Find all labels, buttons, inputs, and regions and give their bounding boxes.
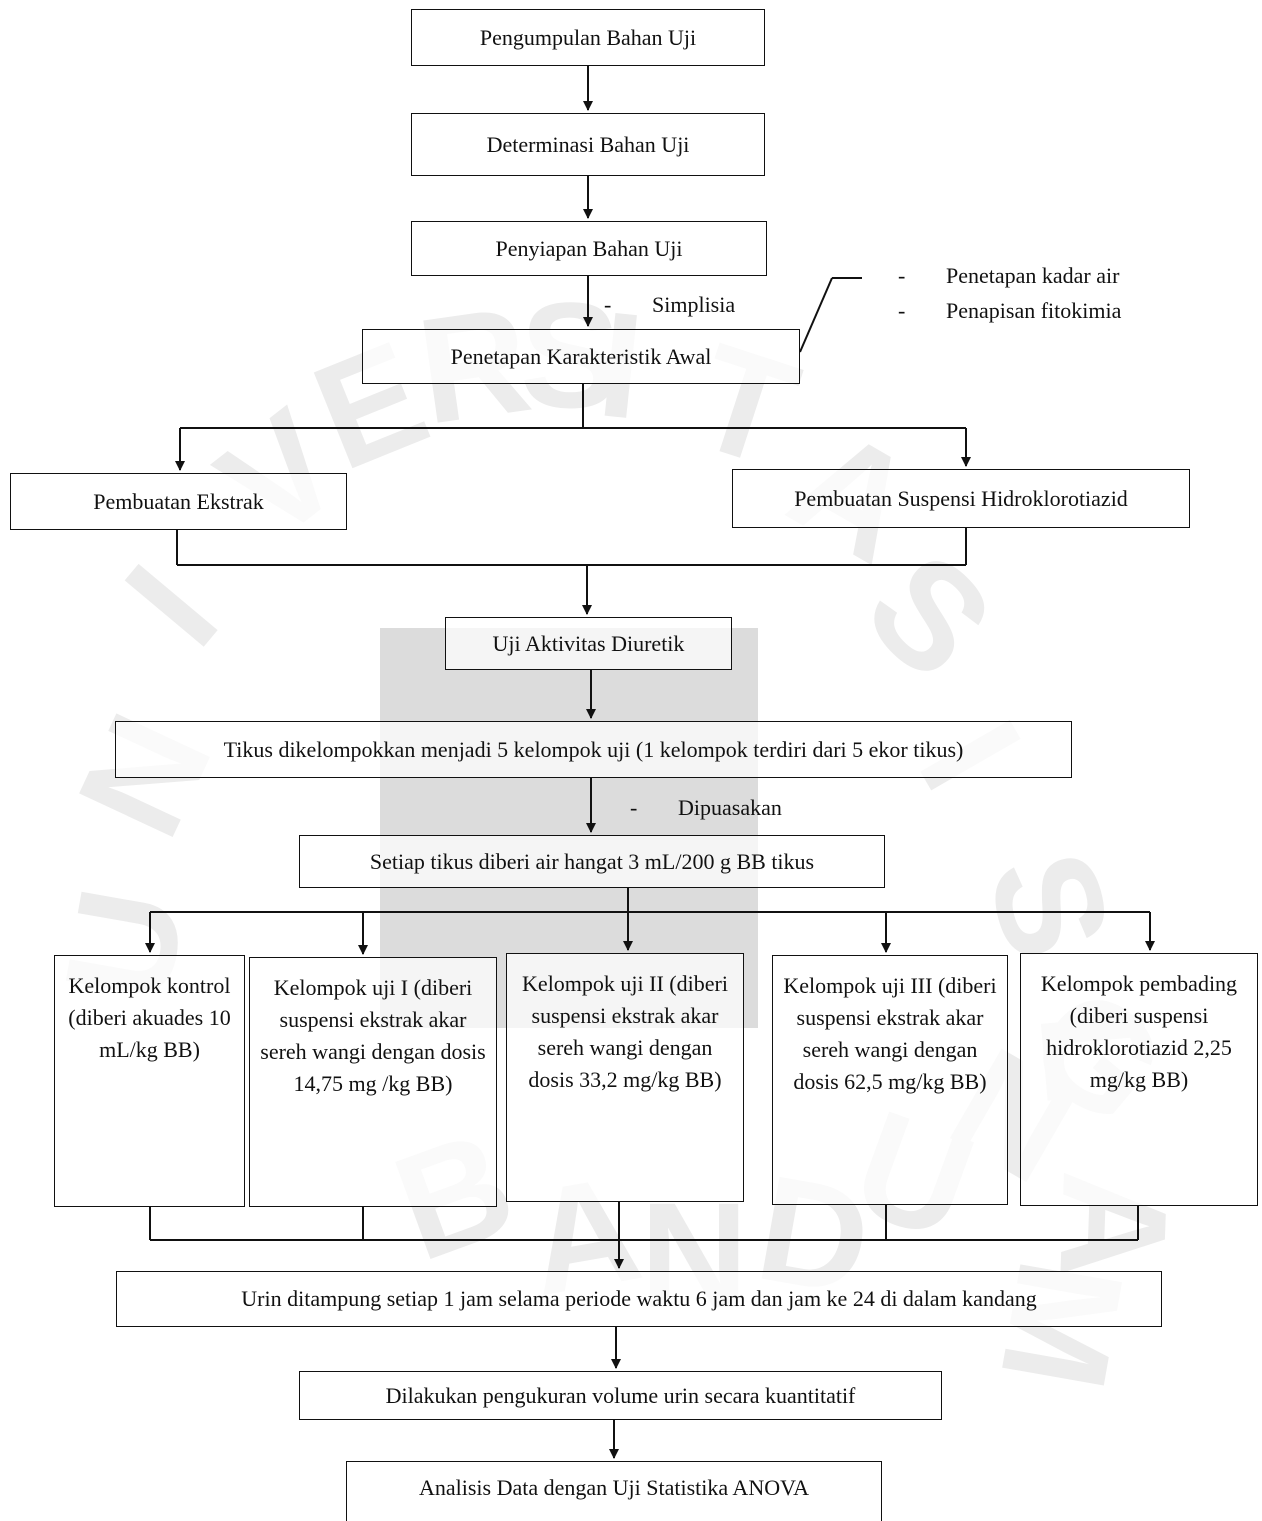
- step-label: Penyiapan Bahan Uji: [495, 235, 683, 261]
- step-label: Dilakukan pengukuran volume urin secara …: [385, 1382, 856, 1408]
- step-pembuatan-suspensi: Pembuatan Suspensi Hidroklorotiazid: [732, 469, 1190, 528]
- note-text: Simplisia: [652, 292, 736, 317]
- step-air-hangat: Setiap tikus diberi air hangat 3 mL/200 …: [299, 835, 885, 888]
- step-analisis-data: Analisis Data dengan Uji Statistika ANOV…: [346, 1461, 882, 1521]
- group-label: Kelompok kontrol (diberi akuades 10 mL/k…: [68, 973, 231, 1062]
- step-label: Pengumpulan Bahan Uji: [479, 24, 697, 50]
- step-pengukuran-volume: Dilakukan pengukuran volume urin secara …: [299, 1371, 942, 1420]
- step-label: Pembuatan Suspensi Hidroklorotiazid: [794, 485, 1128, 511]
- group-label: Kelompok uji I (diberi suspensi ekstrak …: [260, 975, 486, 1096]
- step-label: Determinasi Bahan Uji: [486, 131, 690, 157]
- step-urin-ditampung: Urin ditampung setiap 1 jam selama perio…: [116, 1271, 1162, 1327]
- step-label: Setiap tikus diberi air hangat 3 mL/200 …: [369, 848, 815, 874]
- group-uji-3: Kelompok uji III (diberi suspensi ekstra…: [772, 955, 1008, 1205]
- step-determinasi-bahan-uji: Determinasi Bahan Uji: [411, 113, 765, 176]
- note-text: Penapisan fitokimia: [946, 298, 1122, 323]
- step-uji-aktivitas-diuretik: Uji Aktivitas Diuretik: [445, 617, 732, 670]
- group-pembanding: Kelompok pembading (diberi suspensi hidr…: [1020, 953, 1258, 1206]
- step-label: Tikus dikelompokkan menjadi 5 kelompok u…: [223, 736, 964, 762]
- step-pembuatan-ekstrak: Pembuatan Ekstrak: [10, 473, 347, 530]
- note-fitokimia: - Penapisan fitokimia: [898, 298, 1121, 324]
- group-label: Kelompok uji III (diberi suspensi ekstra…: [783, 973, 997, 1094]
- note-simplisia: - Simplisia: [604, 292, 735, 318]
- step-penetapan-karakteristik-awal: Penetapan Karakteristik Awal: [362, 329, 800, 384]
- note-dash: -: [630, 795, 638, 820]
- step-label: Pembuatan Ekstrak: [93, 488, 264, 514]
- group-uji-1: Kelompok uji I (diberi suspensi ekstrak …: [249, 957, 497, 1207]
- step-label: Urin ditampung setiap 1 jam selama perio…: [241, 1286, 1037, 1311]
- step-label: Uji Aktivitas Diuretik: [492, 630, 685, 656]
- step-pengumpulan-bahan-uji: Pengumpulan Bahan Uji: [411, 9, 765, 66]
- note-dash: -: [604, 292, 612, 317]
- group-uji-2: Kelompok uji II (diberi suspensi ekstrak…: [506, 953, 744, 1202]
- step-label: Penetapan Karakteristik Awal: [450, 343, 712, 369]
- step-pengelompokan: Tikus dikelompokkan menjadi 5 kelompok u…: [115, 721, 1072, 778]
- note-kadar-air: - Penetapan kadar air: [898, 263, 1119, 289]
- note-text: Dipuasakan: [678, 795, 782, 820]
- group-kontrol: Kelompok kontrol (diberi akuades 10 mL/k…: [54, 955, 245, 1207]
- note-dash: -: [898, 298, 906, 323]
- step-label: Analisis Data dengan Uji Statistika ANOV…: [418, 1475, 810, 1500]
- note-leader: [799, 277, 833, 353]
- group-label: Kelompok uji II (diberi suspensi ekstrak…: [522, 971, 728, 1092]
- note-text: Penetapan kadar air: [946, 263, 1120, 288]
- note-dash: -: [898, 263, 906, 288]
- group-label: Kelompok pembading (diberi suspensi hidr…: [1040, 971, 1238, 1092]
- step-penyiapan-bahan-uji: Penyiapan Bahan Uji: [411, 221, 767, 276]
- note-dipuasakan: - Dipuasakan: [630, 795, 782, 821]
